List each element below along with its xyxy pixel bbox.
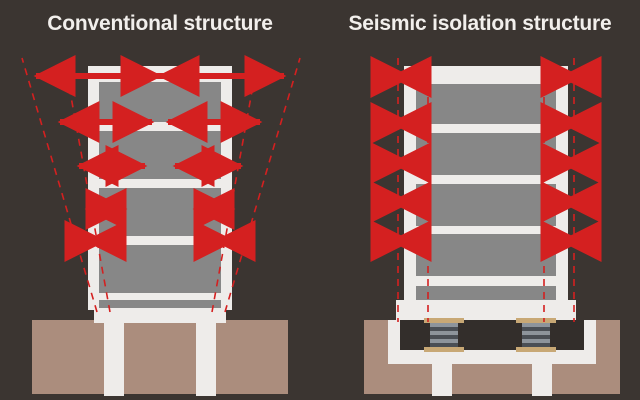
- conventional-soil: [32, 320, 288, 394]
- panel-title-conventional: Conventional structure: [47, 12, 273, 35]
- panel-title-isolation: Seismic isolation structure: [348, 12, 612, 35]
- isolation-bearing-2: [516, 318, 556, 352]
- conventional-sway-guides: [21, 57, 301, 313]
- isolation-displacement-arrows: [370, 56, 602, 262]
- isolation-pit: [398, 320, 586, 352]
- isolation-floor-panels: [416, 84, 556, 300]
- isolation-foundation: [388, 320, 596, 396]
- isolation-bearing-1: [424, 318, 464, 352]
- conventional-displacement-arrows: [33, 55, 287, 262]
